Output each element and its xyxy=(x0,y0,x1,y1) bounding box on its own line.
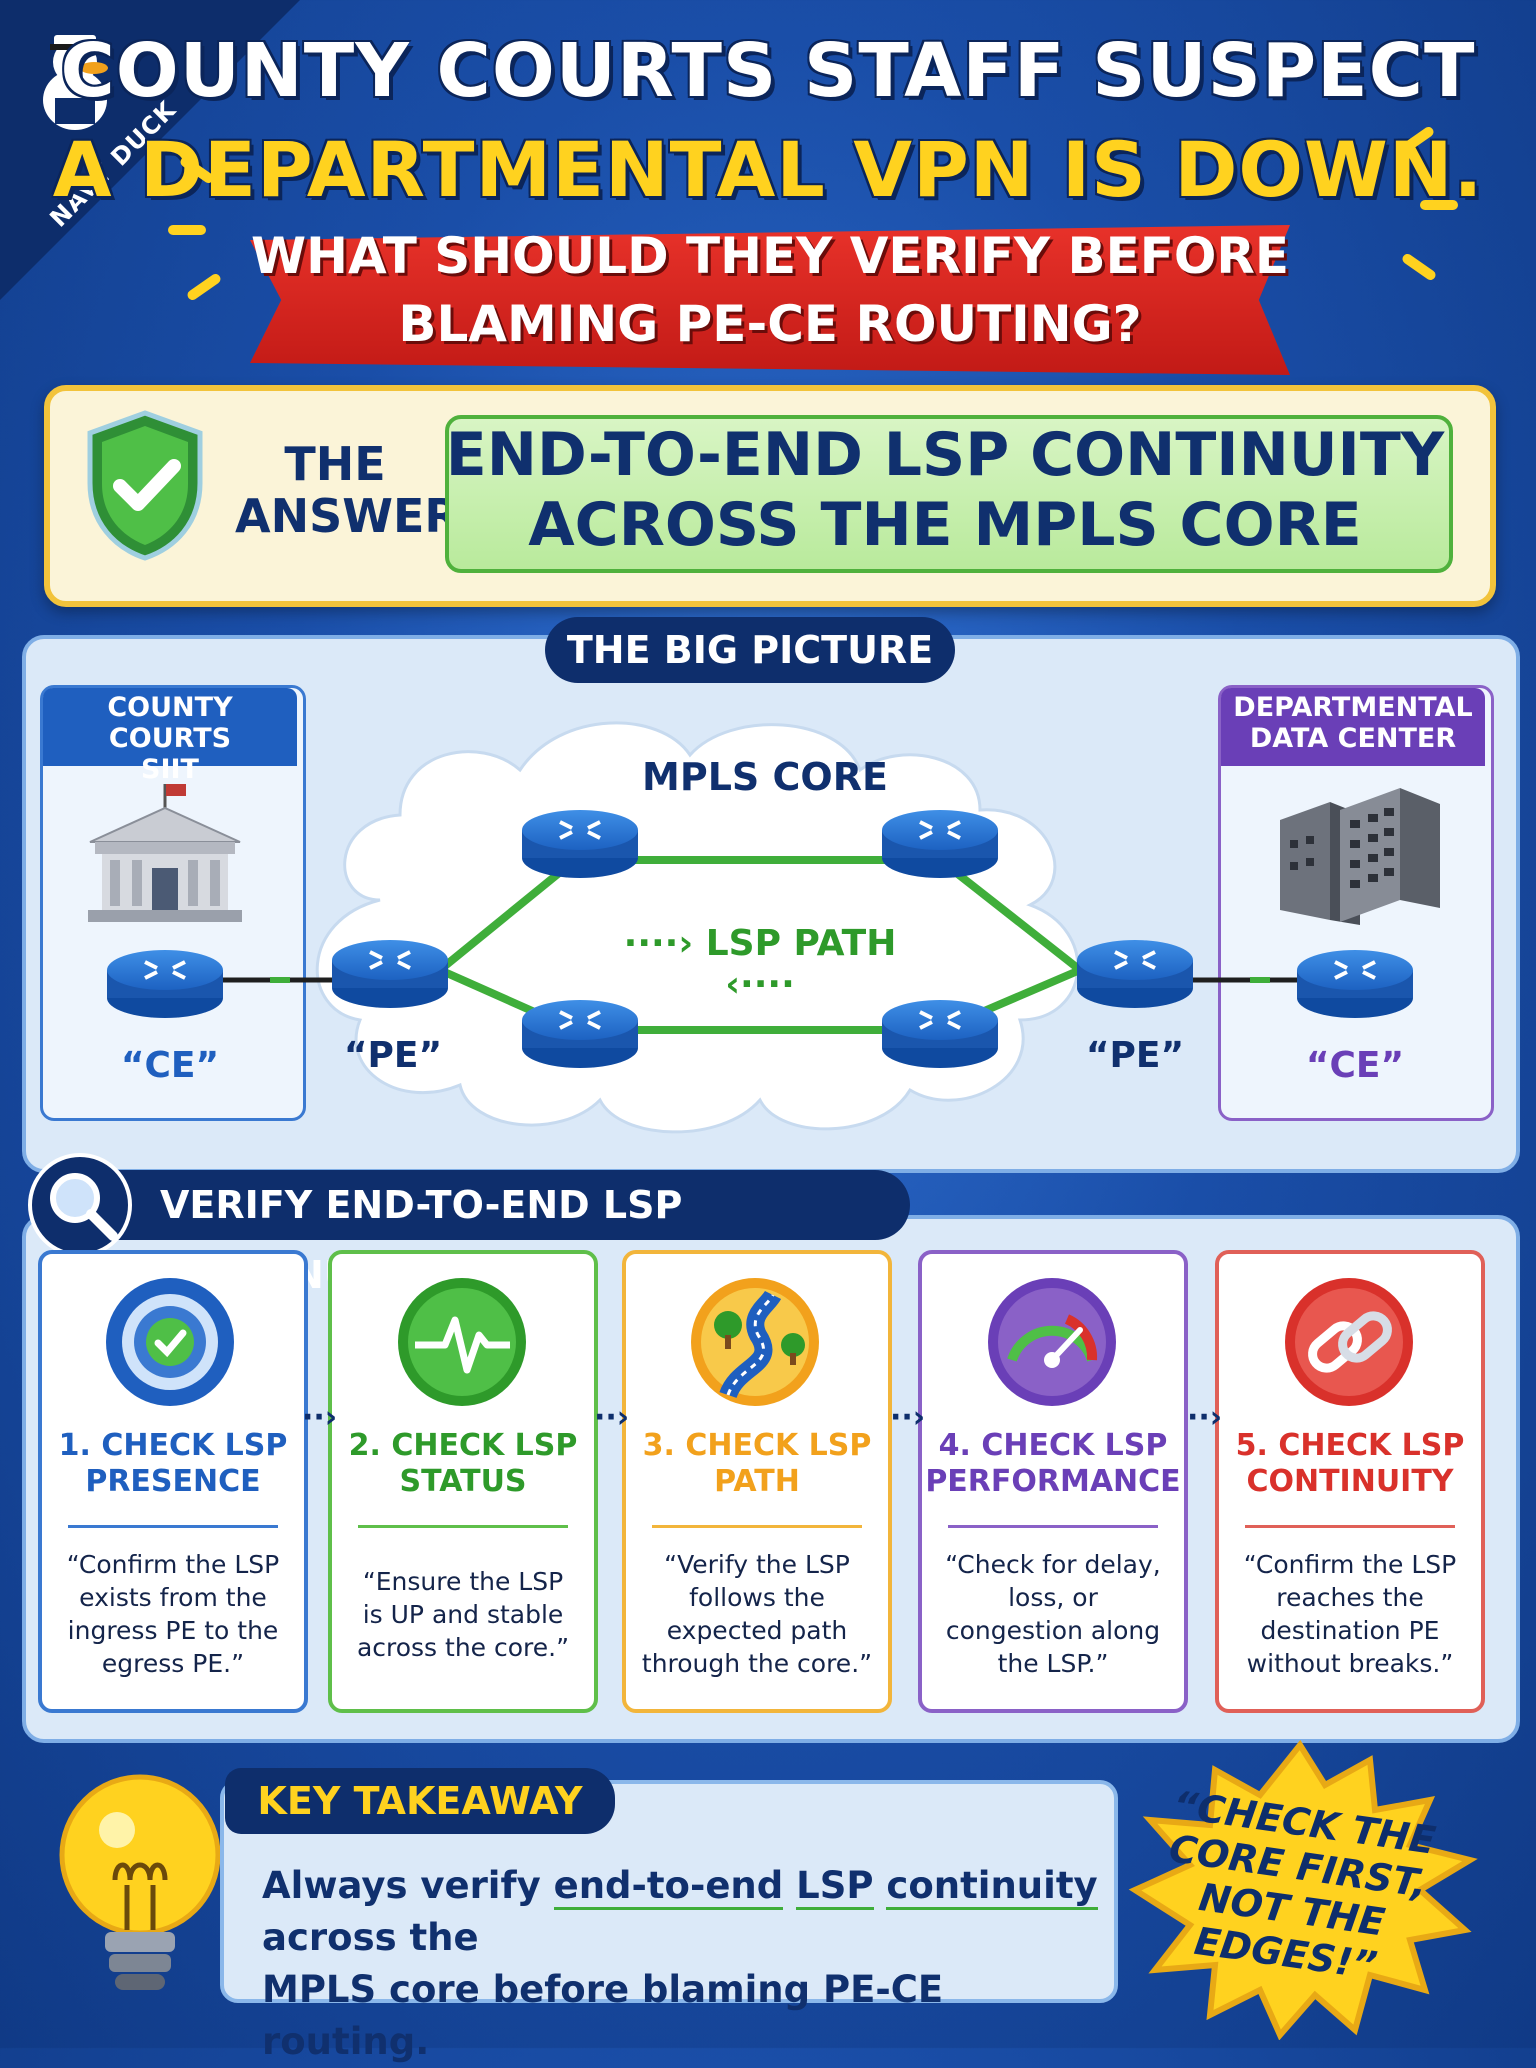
chain-link-icon xyxy=(1285,1278,1413,1406)
step-divider xyxy=(948,1525,1158,1528)
key-takeaway-title: KEY TAKEAWAY xyxy=(225,1768,615,1834)
ce-left-label: “CE” xyxy=(120,1045,220,1086)
starburst-callout xyxy=(1128,1740,1478,2040)
right-site-label: DEPARTMENTAL DATA CENTER xyxy=(1221,688,1485,766)
burst-mark xyxy=(168,225,206,235)
road-path-icon xyxy=(691,1278,819,1406)
step-arrow-icon: ··› xyxy=(1187,1400,1223,1435)
data-center-building-icon xyxy=(1280,788,1440,925)
router-pe-left xyxy=(332,940,448,1008)
burst-mark xyxy=(1420,200,1458,210)
verify-title: VERIFY END-TO-END LSP CONTINUITY xyxy=(30,1170,910,1297)
step-divider xyxy=(68,1525,278,1528)
lsp-path-label: ····› LSP PATH ‹···· xyxy=(623,923,897,1005)
pe-left-label: “PE” xyxy=(343,1035,443,1076)
question-text: WHAT SHOULD THEY VERIFY BEFORE BLAMING P… xyxy=(250,227,1290,353)
pe-right-label: “PE” xyxy=(1085,1035,1185,1076)
courthouse-icon xyxy=(88,784,242,922)
headline-line-2: A DEPARTMENTAL VPN IS DOWN. xyxy=(52,125,1484,214)
step-arrow-icon: ··› xyxy=(890,1400,926,1435)
burst-mark xyxy=(1400,252,1438,282)
step-arrow-icon: ··› xyxy=(594,1400,630,1435)
step-divider xyxy=(1245,1525,1455,1528)
target-check-icon xyxy=(106,1278,234,1406)
left-site-label: COUNTY COURTS SIIT xyxy=(43,688,297,785)
step-divider xyxy=(652,1525,862,1528)
router-ce-right xyxy=(1297,950,1413,1018)
router-p-bottom-right xyxy=(882,1000,998,1068)
lightbulb-icon xyxy=(59,1774,221,1990)
headline-line-1: COUNTY COURTS STAFF SUSPECT xyxy=(60,28,1476,114)
gauge-icon xyxy=(988,1278,1116,1406)
big-picture-title: THE BIG PICTURE xyxy=(545,617,955,683)
step-card-3 xyxy=(622,1250,892,1713)
step-arrow-icon: ··› xyxy=(302,1400,338,1435)
mpls-network-diagram xyxy=(107,721,1413,1134)
router-p-top-left xyxy=(522,810,638,878)
step-card-5 xyxy=(1215,1250,1485,1713)
heartbeat-icon xyxy=(398,1278,526,1406)
answer-label: THE ANSWER: xyxy=(235,437,479,543)
magnifier-icon xyxy=(28,1153,132,1257)
answer-text: END-TO-END LSP CONTINUITY ACROSS THE MPL… xyxy=(445,420,1445,560)
router-ce-left xyxy=(107,950,223,1018)
shield-check-icon xyxy=(87,410,203,561)
router-pe-right xyxy=(1077,940,1193,1008)
mpls-core-label: MPLS CORE xyxy=(642,755,888,799)
key-takeaway-text: Always verify end-to-end LSP continuity … xyxy=(262,1864,1098,2063)
duck-mascot-icon xyxy=(43,33,108,130)
question-ribbon xyxy=(250,225,1290,375)
router-p-bottom-left xyxy=(522,1000,638,1068)
router-p-top-right xyxy=(882,810,998,878)
step-divider xyxy=(358,1525,568,1528)
ce-right-label: “CE” xyxy=(1305,1045,1405,1086)
answer-highlight xyxy=(445,415,1453,573)
callout-text: “CHECK THE CORE FIRST, NOT THE EDGES!” xyxy=(1166,1782,1439,1988)
